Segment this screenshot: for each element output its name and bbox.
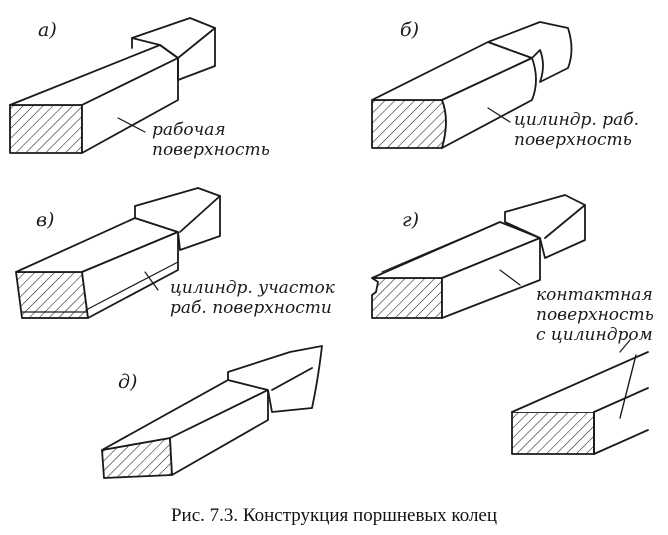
label-g-line2: поверхность (536, 305, 654, 325)
panel-letter-a: а) (38, 19, 57, 41)
ring-b-drawing (371, 21, 573, 149)
ring-d-drawing (101, 345, 323, 479)
ring-a-section (9, 104, 83, 154)
ring-contact-section (511, 411, 595, 455)
label-b-line1: цилиндр. раб. (514, 110, 640, 130)
label-v-line2: раб. поверхности (170, 298, 332, 318)
ring-a-drawing (9, 17, 216, 154)
ring-contact-drawing (511, 339, 649, 455)
ring-g-drawing (371, 194, 586, 319)
figure-caption: Рис. 7.3. Конструкция поршневых колец (170, 505, 498, 526)
label-v-line1: цилиндр. участок (170, 278, 335, 298)
ring-b-section (371, 99, 447, 149)
ring-v-section (15, 271, 89, 319)
panel-letter-g: г) (402, 209, 420, 231)
panel-letter-b: б) (400, 19, 420, 41)
panel-letter-d: д) (118, 371, 138, 393)
panel-letter-v: в) (36, 209, 55, 231)
label-b-line2: поверхность (514, 130, 632, 150)
label-a-line1: рабочая (152, 120, 226, 140)
label-a-line2: поверхность (152, 140, 270, 160)
label-g-line3: с цилиндром (536, 325, 653, 345)
label-g-line1: контактная (536, 285, 653, 305)
ring-g-section (371, 277, 443, 319)
ring-v-drawing (15, 187, 221, 319)
